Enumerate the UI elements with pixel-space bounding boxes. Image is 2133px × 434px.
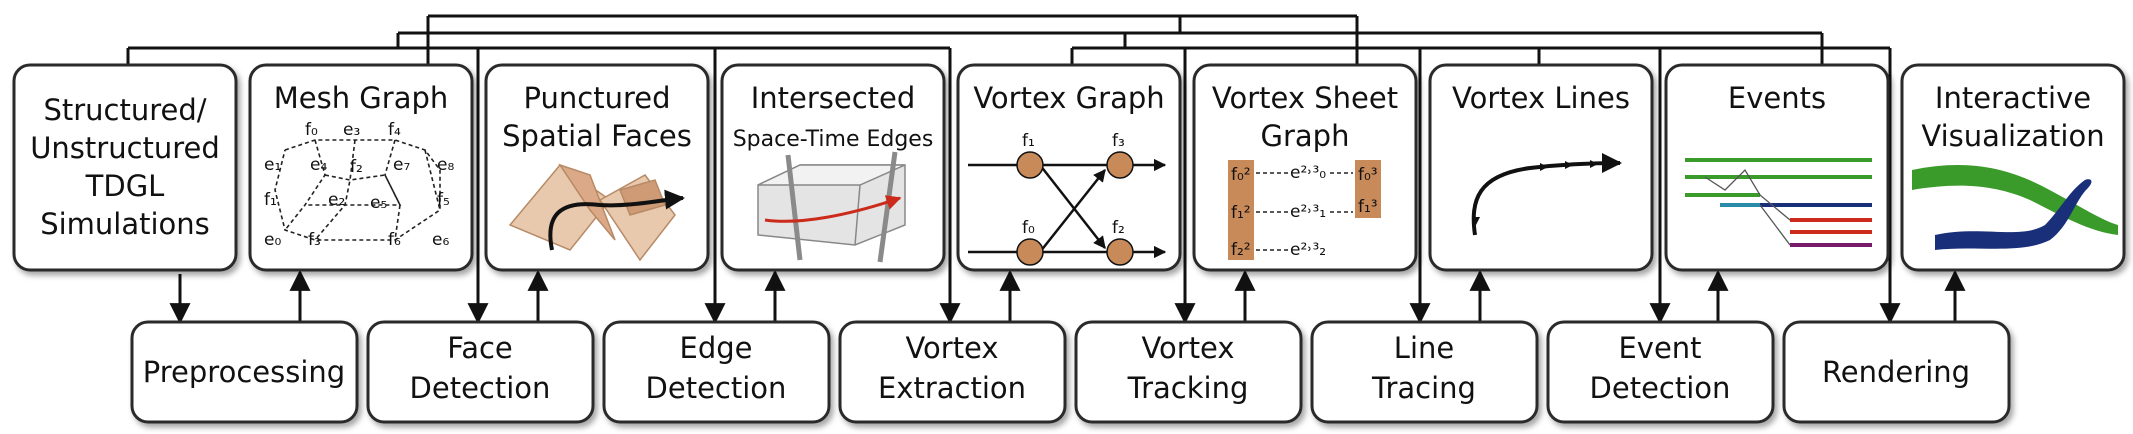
mesh-label: f₆ (388, 230, 401, 250)
box-title: Face (447, 331, 513, 365)
box-title: Preprocessing (143, 355, 345, 389)
sheet-label: e²˒³₀ (1290, 163, 1326, 183)
top-box-vortex-sheet-graph: Vortex Sheet Graph f₀² f₁² f₂² f₀³ f₁³ e… (1192, 63, 1418, 272)
box-title: Simulations (40, 207, 210, 241)
sheet-label: f₂² (1231, 240, 1251, 260)
bottom-box-vortex-tracking: Vortex Tracking (1074, 320, 1303, 424)
box-title: Vortex (1141, 331, 1234, 365)
box-title: Structured/ (43, 93, 206, 127)
mesh-label: e₂ (328, 190, 345, 210)
box-title: Vortex Sheet (1212, 81, 1398, 115)
vortex-graph-illustration: f₁ f₃ f₀ f₂ (968, 131, 1167, 266)
sheet-label: f₀² (1231, 165, 1251, 185)
vortex-sheet-illustration: f₀² f₁² f₂² f₀³ f₁³ e²˒³₀ e²˒³₁ e²˒³₂ (1228, 160, 1381, 260)
mesh-label: e₇ (393, 155, 410, 175)
sheet-label: f₁³ (1358, 197, 1378, 217)
top-box-simulations: Structured/ Unstructured TDGL Simulation… (12, 63, 238, 272)
node-label: f₃ (1112, 131, 1125, 151)
mesh-label: e₄ (310, 155, 327, 175)
box-title: Punctured (524, 81, 671, 115)
bottom-box-vortex-extraction: Vortex Extraction (838, 320, 1067, 424)
top-box-mesh-graph: Mesh Graph f₀ e₃ f₄ e₁ e₄ f₂ e₇ e₈ f₁ e₂… (248, 63, 474, 272)
mesh-label: f₄ (388, 120, 401, 140)
box-title: Rendering (1822, 355, 1970, 389)
box-title: Spatial Faces (502, 119, 692, 153)
box-title: Visualization (1921, 119, 2104, 153)
bottom-box-rendering: Rendering (1782, 320, 2011, 424)
box-title: Space-Time Edges (733, 127, 934, 152)
node-label: f₀ (1022, 218, 1035, 238)
top-box-punctured-faces: Punctured Spatial Faces (484, 63, 710, 272)
vortex-line-illustration (1471, 153, 1622, 236)
box-title: Event (1618, 331, 1701, 365)
top-box-events: Events (1664, 63, 1890, 272)
box-title: Events (1728, 81, 1826, 115)
sheet-label: f₀³ (1358, 165, 1378, 185)
bottom-box-preprocessing: Preprocessing (130, 320, 359, 424)
mesh-label: e₀ (264, 230, 281, 250)
mesh-label: e₈ (437, 155, 454, 175)
mesh-graph-illustration: f₀ e₃ f₄ e₁ e₄ f₂ e₇ e₈ f₁ e₂ e₅ f₅ e₀ f… (264, 120, 454, 250)
box-title: Vortex Lines (1452, 81, 1630, 115)
box-title: Interactive (1935, 81, 2091, 115)
box-title: Mesh Graph (274, 81, 449, 115)
punctured-faces-illustration (508, 163, 685, 262)
mesh-label: e₆ (432, 230, 449, 250)
box-title: Graph (1261, 119, 1350, 153)
box-title: TDGL (85, 169, 165, 203)
mesh-label: e₁ (264, 155, 281, 175)
bottom-box-edge-detection: Edge Detection (602, 320, 831, 424)
sheet-label: f₁² (1231, 203, 1251, 223)
sheet-label: e²˒³₂ (1290, 240, 1326, 260)
top-box-intersected-edges: Intersected Space-Time Edges (720, 63, 946, 272)
box-title: Tracking (1127, 371, 1249, 405)
top-box-vortex-graph: Vortex Graph f₁ f₃ f₀ f₂ (956, 63, 1182, 272)
mesh-label: e₃ (343, 120, 360, 140)
box-title: Detection (410, 371, 551, 405)
mesh-label: f₀ (305, 120, 318, 140)
bottom-box-line-tracing: Line Tracing (1310, 320, 1539, 424)
mesh-label: f₅ (437, 190, 450, 210)
box-title: Tracing (1371, 371, 1476, 405)
box-title: Extraction (878, 371, 1026, 405)
box-title: Vortex (905, 331, 998, 365)
flow-arrows (126, 48, 1966, 325)
top-box-vortex-lines: Vortex Lines (1428, 63, 1654, 272)
box-title: Unstructured (30, 131, 220, 165)
box-title: Vortex Graph (973, 81, 1164, 115)
node-label: f₂ (1112, 218, 1125, 238)
box-title: Detection (646, 371, 787, 405)
sheet-label: e²˒³₁ (1290, 202, 1326, 222)
mesh-label: e₅ (370, 193, 387, 213)
box-title: Line (1394, 331, 1454, 365)
box-title: Edge (680, 331, 753, 365)
connector-lines (128, 14, 1890, 50)
bottom-box-event-detection: Event Detection (1546, 320, 1775, 424)
visualization-illustration (1912, 165, 2118, 250)
top-box-interactive-vis: Interactive Visualization (1900, 63, 2126, 272)
mesh-label: f₂ (350, 157, 363, 177)
bottom-box-face-detection: Face Detection (366, 320, 595, 424)
box-title: Intersected (751, 81, 916, 115)
mesh-label: f₃ (308, 230, 321, 250)
events-illustration (1685, 158, 1872, 247)
box-title: Detection (1590, 371, 1731, 405)
node-label: f₁ (1022, 131, 1035, 151)
space-time-edges-illustration (757, 151, 906, 263)
mesh-label: f₁ (264, 190, 277, 210)
